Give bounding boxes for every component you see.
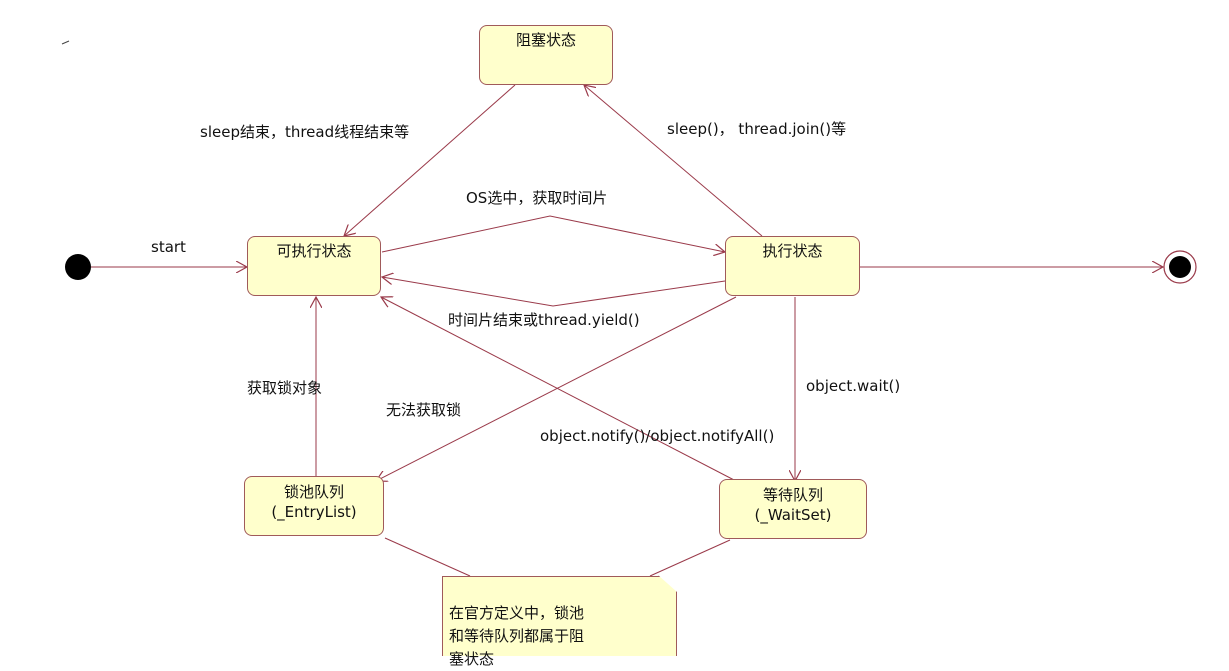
note-connector-right — [649, 539, 731, 577]
state-wait-pool: 等待队列 (_WaitSet) — [719, 479, 867, 539]
state-lock-pool-title: 锁池队列 — [283, 483, 344, 501]
note-text: 在官方定义中，锁池 和等待队列都属于阻 塞状态 — [449, 604, 585, 668]
state-running: 执行状态 — [725, 236, 860, 296]
label-wait: object.wait() — [806, 377, 901, 395]
runnable-to-running-arrow — [381, 215, 725, 252]
state-diagram-canvas — [61, 40, 1197, 593]
running-to-lock-pool-arrow — [376, 296, 737, 481]
label-time-slice-end: 时间片结束或thread.yield() — [448, 311, 640, 329]
label-acquire-lock: 获取锁对象 — [247, 379, 323, 397]
stray-mark — [61, 40, 70, 45]
running-to-runnable-arrow — [382, 277, 726, 307]
state-runnable: 可执行状态 — [247, 236, 381, 296]
label-sleep-join: sleep()， thread.join()等 — [667, 120, 847, 138]
state-running-label: 执行状态 — [762, 242, 823, 260]
note-connector-left — [384, 537, 471, 577]
state-lock-pool-sub: (_EntryList) — [271, 503, 357, 521]
state-lock-pool: 锁池队列 (_EntryList) — [244, 476, 384, 536]
blocked-to-runnable-arrow — [344, 84, 516, 236]
label-start: start — [151, 238, 186, 256]
label-os-select: OS选中，获取时间片 — [466, 189, 608, 207]
note-fold-mask — [658, 575, 677, 592]
state-wait-pool-title: 等待队列 — [762, 486, 823, 504]
running-to-blocked-arrow — [584, 85, 763, 237]
label-cannot-acquire: 无法获取锁 — [386, 401, 462, 419]
state-runnable-label: 可执行状态 — [276, 242, 352, 260]
state-wait-pool-sub: (_WaitSet) — [754, 506, 832, 524]
final-node-inner — [1169, 256, 1191, 278]
wait-pool-to-runnable-arrow — [381, 297, 737, 482]
state-blocked-label: 阻塞状态 — [515, 31, 576, 49]
label-sleep-end: sleep结束，thread线程结束等 — [200, 123, 410, 141]
state-blocked: 阻塞状态 — [479, 25, 613, 85]
note-box: 在官方定义中，锁池 和等待队列都属于阻 塞状态 — [442, 576, 677, 668]
initial-node — [65, 254, 91, 280]
label-notify: object.notify()/object.notifyAll() — [540, 427, 775, 445]
